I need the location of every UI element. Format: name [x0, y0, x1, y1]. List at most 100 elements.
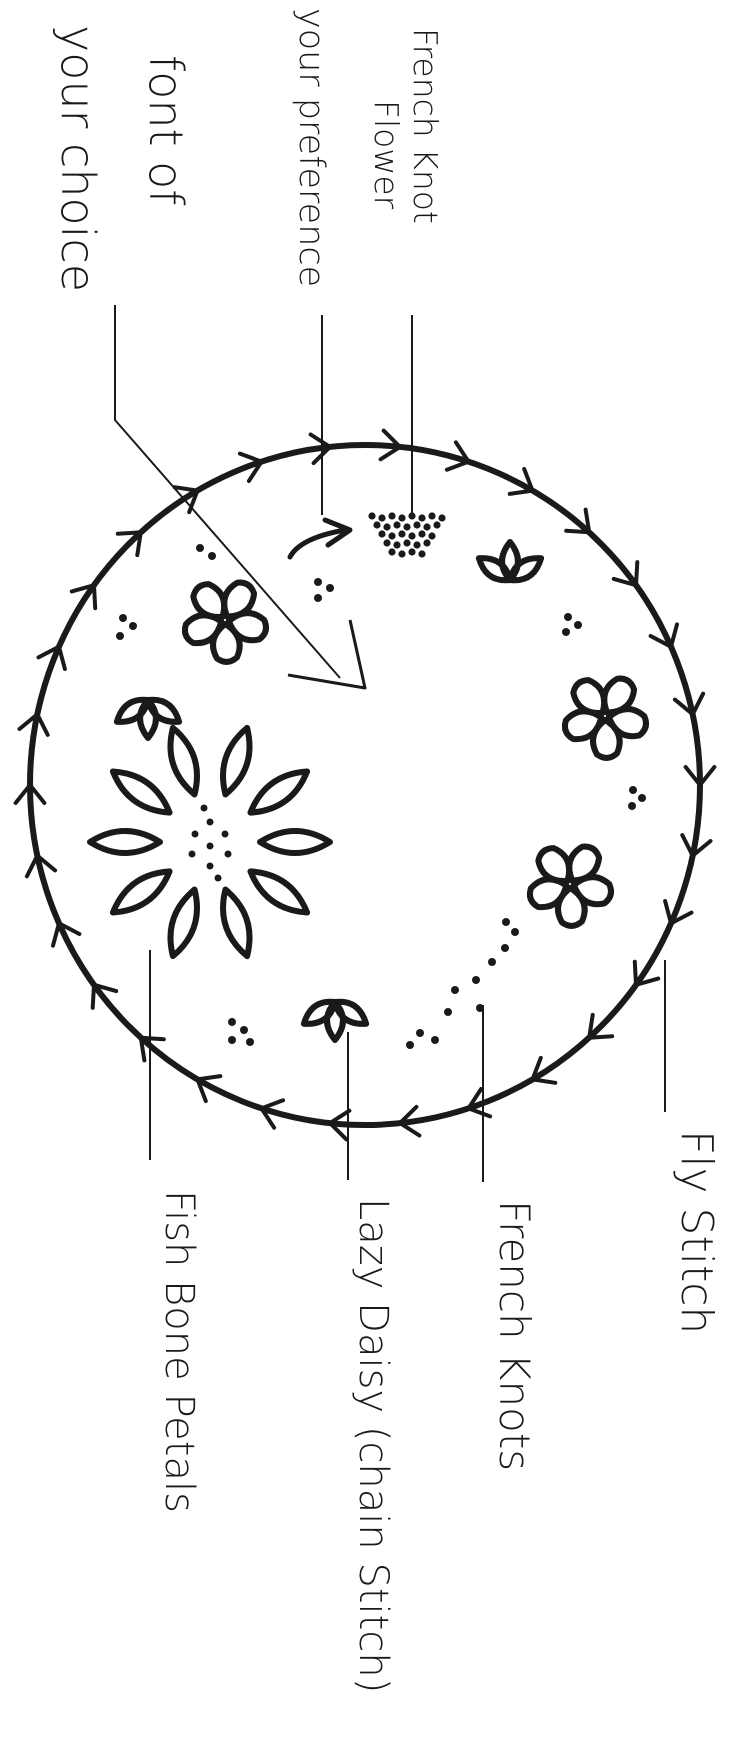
lazy-daisy-loop [112, 693, 152, 728]
label-lazy-daisy: Lazy Daisy (chain Stitch) [350, 1198, 396, 1693]
knot-cluster-dot [413, 521, 420, 528]
label-your-preference: your preference [291, 8, 331, 287]
knot-cluster-dot [378, 514, 385, 521]
lazy-daisy-loop-outline [505, 552, 545, 587]
fish-bone-petal [260, 831, 330, 853]
fish-bone-center-dot [201, 805, 208, 812]
french-knot-flower-cluster [368, 512, 445, 557]
french-knot-dot [472, 976, 480, 984]
knot-cluster-dot [393, 541, 400, 548]
french-knot-dot [629, 786, 637, 794]
lazy-daisy-loop [299, 995, 339, 1030]
label-fish-bone: Fish Bone Petals [156, 1190, 202, 1513]
french-knot-dot [638, 794, 646, 802]
fish-bone-petal [106, 862, 176, 921]
five-petal-flower [181, 578, 269, 663]
french-knot-dot [129, 622, 137, 630]
knot-cluster-dot [403, 539, 410, 546]
fish-bone-petal-outline [106, 862, 176, 921]
label-fly-stitch: Fly Stitch [671, 1130, 722, 1334]
lazy-daisy-loop-outline [112, 693, 152, 728]
label-french-knot-flower-2: Flower [367, 100, 406, 210]
fish-bone-center-dot [225, 851, 232, 858]
knot-cluster-dot [388, 548, 395, 555]
french-knot-dot [628, 802, 636, 810]
knot-cluster-dot [408, 532, 415, 539]
knot-cluster-dot [428, 512, 435, 519]
lazy-daisy-loop-outline [299, 995, 339, 1030]
french-knot-dot [501, 944, 509, 952]
knot-cluster-dot [388, 512, 395, 519]
label-french-knots: French Knots [490, 1200, 539, 1471]
french-knot-dot [228, 1018, 236, 1026]
fish-bone-petal [244, 862, 314, 921]
label-your-choice: your choice [51, 25, 105, 292]
fish-bone-petal-outline [162, 724, 205, 797]
knot-cluster-dot [398, 514, 405, 521]
fish-bone-center-dot [189, 851, 196, 858]
knot-cluster-dot [423, 539, 430, 546]
fish-bone-petal-outline [244, 763, 314, 822]
lazy-daisy-clusters [112, 542, 545, 1040]
french-knot-dot [246, 1038, 254, 1046]
knot-cluster-dot [373, 521, 380, 528]
fish-bone-petal-outline [106, 763, 176, 822]
lazy-daisy-cluster [299, 995, 370, 1040]
fish-bone-flower [90, 724, 330, 959]
label-font-of: font of [139, 55, 193, 206]
fish-bone-petal [162, 724, 205, 797]
french-knot-dot [406, 1041, 414, 1049]
knot-cluster-dot [403, 523, 410, 530]
fish-bone-center-dot [207, 863, 214, 870]
fish-bone-petal-outline [162, 886, 205, 959]
knot-cluster-dot [413, 541, 420, 548]
five-petal-flower [526, 842, 614, 927]
french-knot-dot [314, 594, 322, 602]
knot-cluster-dot [398, 550, 405, 557]
five-petal-flower [561, 674, 649, 759]
fish-bone-petal-outline [215, 886, 258, 959]
knot-cluster-dot [423, 523, 430, 530]
french-knot-dot [208, 552, 216, 560]
french-knot-dot [574, 621, 582, 629]
knot-cluster-dot [368, 512, 375, 519]
french-knot-dot [562, 628, 570, 636]
french-knot-dot [240, 1026, 248, 1034]
label-french-knot-flower-1: French Knot [406, 28, 445, 224]
fish-bone-center-dot [207, 843, 214, 850]
knot-cluster-dot [428, 532, 435, 539]
fish-bone-center-dot [207, 819, 214, 826]
french-knot-dot [314, 578, 322, 586]
preference-hook [290, 530, 345, 557]
fish-bone-petal-outline [244, 862, 314, 921]
french-knot-dot [119, 614, 127, 622]
french-knot-dot [116, 632, 124, 640]
french-knot-dot [511, 928, 519, 936]
french-knot-dot [444, 1008, 452, 1016]
lazy-daisy-cluster [474, 542, 545, 587]
fish-bone-petal-outline [215, 724, 258, 797]
fish-bone-center-dot [192, 831, 199, 838]
knot-cluster-dot [378, 530, 385, 537]
french-knot-dot [502, 918, 510, 926]
fish-bone-petal [215, 724, 258, 797]
knot-cluster-dot [388, 532, 395, 539]
fish-bone-petal [162, 886, 205, 959]
knot-cluster-dot [418, 550, 425, 557]
fish-bone-petal-outline [90, 831, 160, 853]
knot-cluster-dot [398, 530, 405, 537]
french-knot-dot [488, 958, 496, 966]
french-knot-dot [416, 1029, 424, 1037]
french-knot-dot [451, 986, 459, 994]
knot-cluster-dot [418, 514, 425, 521]
knot-cluster-dot [438, 514, 445, 521]
french-knot-dot [326, 584, 334, 592]
fish-bone-center-dot [215, 875, 222, 882]
knot-cluster-dot [433, 521, 440, 528]
knot-cluster-dot [383, 523, 390, 530]
fish-bone-center-dot [222, 831, 229, 838]
fish-bone-petal-outline [260, 831, 330, 853]
knot-cluster-dot [408, 548, 415, 555]
knot-cluster-dot [418, 530, 425, 537]
